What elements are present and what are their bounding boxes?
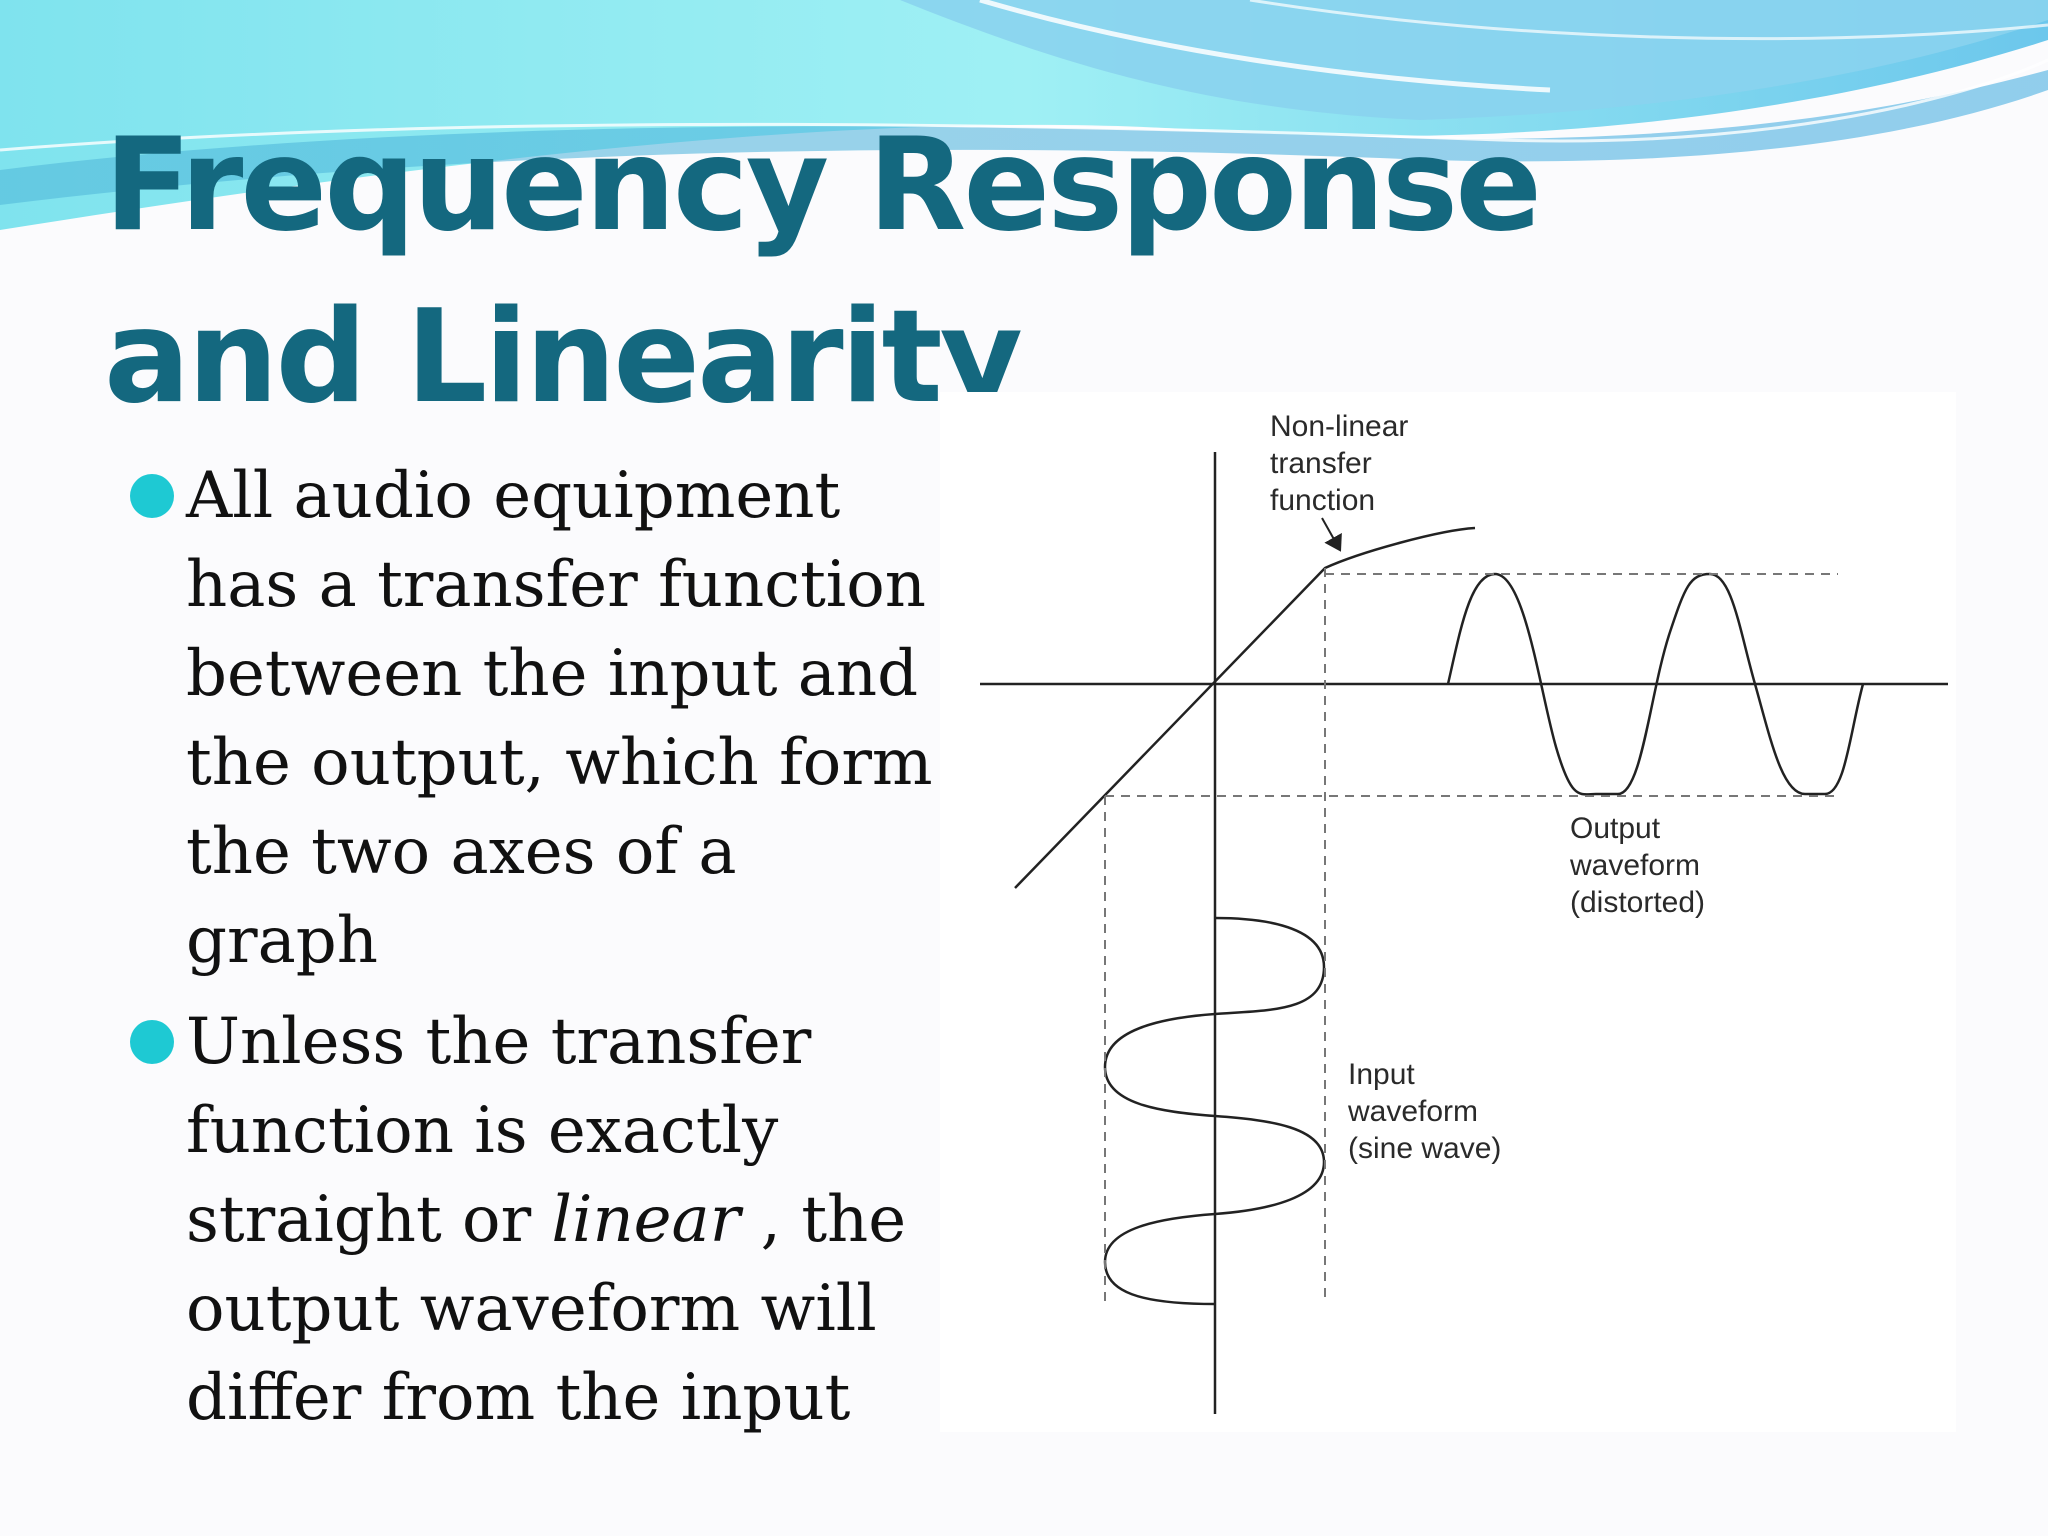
label-input-waveform: Input waveform (sine wave) [1348, 1058, 1502, 1165]
bullet-dot-icon [130, 1020, 174, 1064]
transfer-function-svg [980, 452, 1948, 1414]
label-nonlinear-transfer: Non-linear transfer function [1270, 410, 1409, 517]
bullet-text: All audio equipment has a transfer funct… [186, 459, 933, 978]
input-waveform [1103, 916, 1326, 1306]
bullet-text-before: Unless the transfer function is exactly … [186, 1005, 812, 1257]
transfer-curve [1014, 526, 1476, 889]
slide-title: Frequency Response and Linearity [104, 111, 1542, 432]
bullet-list: All audio equipment has a transfer funct… [126, 452, 946, 1455]
decorative-wave-banner [0, 0, 2048, 230]
transfer-function-diagram: Non-linear transfer function Output wave… [940, 392, 1956, 1432]
output-waveform [1446, 572, 1865, 796]
arrow-icon [1321, 517, 1342, 552]
bullet-item: Unless the transfer function is exactly … [126, 998, 946, 1443]
label-output-waveform: Output waveform (distorted) [1570, 812, 1706, 919]
bullet-dot-icon [130, 474, 174, 518]
bullet-text-after: , the output waveform will differ from t… [186, 1183, 907, 1435]
bullet-text: Unless the transfer function is exactly … [186, 998, 946, 1443]
emphasis-linear: linear [551, 1183, 741, 1257]
bullet-item: All audio equipment has a transfer funct… [126, 452, 946, 986]
